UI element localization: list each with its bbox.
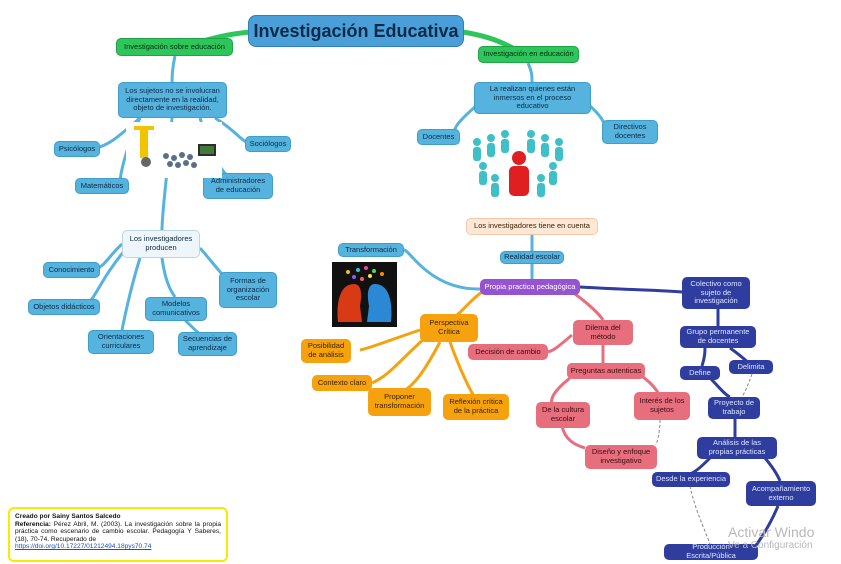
link-practices-accomp [763, 457, 782, 482]
link-practice-collective [579, 285, 683, 294]
link-critical-analysis [359, 328, 421, 352]
link-interest-design [655, 419, 661, 446]
node-matematicos: Matemáticos [75, 178, 129, 194]
windows-activation-watermark: Activar Windo Ve a Configuración [728, 524, 815, 552]
node-investigacion-sobre: Investigación sobre educación [116, 38, 233, 56]
node-analisis-practicas: Análisis de las propias prácticas [697, 437, 777, 459]
node-orientaciones: Orientaciones curriculares [88, 330, 154, 354]
link-questions-culture [550, 376, 571, 405]
node-preguntas-autenticas: Preguntas autenticas [567, 363, 645, 379]
link-defines-project [708, 376, 731, 399]
node-perspectiva-critica: Perspectiva Crítica [420, 314, 478, 342]
node-colectivo: Colectivo como sujeto de investigación [682, 277, 750, 309]
node-administradores: Administradores de educación [203, 173, 273, 199]
node-sujetos-no-involucran: Los sujetos no se involucran directament… [118, 82, 227, 118]
node-produccion-escrita: Producción Escrita/Pública [664, 543, 758, 560]
node-psicologos: Psicólogos [54, 141, 100, 157]
node-reflexion-critica: Reflexión crítica de la práctica [443, 394, 509, 420]
link-produce-orient [120, 257, 142, 331]
credit-url-link[interactable]: https://doi.org/10.17227/01212494.18pys7… [15, 543, 152, 551]
link-produce-models [160, 257, 177, 298]
node-conocimiento: Conocimiento [43, 262, 100, 278]
node-contexto-claro: Contexto claro [312, 375, 372, 391]
link-group-defines [700, 347, 707, 367]
node-investigacion-en: Investigación en educación [478, 46, 579, 63]
people-leader-image [465, 120, 575, 210]
link-culture-design [560, 425, 586, 450]
node-acompanamiento: Acompañamiento externo [746, 481, 816, 506]
node-directivos: Directivos docentes [602, 120, 658, 144]
node-decision-cambio: Decisión de cambio [468, 344, 548, 360]
node-dilema-metodo: Dilema del método [573, 320, 633, 345]
node-modelos-comunicativos: Modelos comunicativos [145, 297, 207, 321]
link-right-branch [526, 62, 534, 83]
credit-author: Creado por Sainy Santos Salcedo [15, 513, 121, 520]
link-practice-dilemma [574, 292, 605, 321]
node-interes-sujetos: Interés de los sujetos [634, 392, 690, 420]
node-propia-practica: Propia practica pedagógica [480, 279, 580, 295]
node-investigadores-producen: Los investigadores producen [122, 230, 200, 258]
node-proponer-transformacion: Proponer transformación [368, 388, 431, 416]
credit-box: Creado por Sainy Santos Salcedo Referenc… [8, 507, 228, 562]
brain-image [332, 262, 397, 327]
node-define: Define [680, 366, 720, 380]
node-sociologos: Sociólogos [245, 136, 291, 152]
node-realidad-escolar: Realidad escolar [500, 251, 564, 264]
node-transformacion: Transformación [338, 243, 404, 257]
node-tienen-en-cuenta: Los investigadores tiene en cuenta [466, 218, 598, 235]
link-dilemma-decision [547, 333, 573, 354]
node-proyecto-trabajo: Proyecto de trabajo [708, 397, 760, 419]
node-delimita: Delimita [729, 360, 773, 374]
link-delimits-project [741, 373, 753, 398]
node-la-realizan: La realizan quienes están inmersos en el… [474, 82, 591, 114]
research-image [126, 122, 222, 178]
node-grupo-permanente: Grupo permanente de docentes [680, 326, 756, 348]
node-diseno-enfoque: Diseño y enfoque investigativo [585, 445, 657, 469]
node-desde-experiencia: Desde la experiencia [652, 472, 730, 487]
link-practice-transformation [403, 248, 481, 291]
link-critical-propose [401, 341, 442, 394]
node-cultura-escolar: De la cultura escolar [536, 402, 590, 428]
node-posibilidad-analisis: Posibilidad de análisis [301, 339, 351, 363]
page-title: Investigación Educativa [248, 15, 464, 47]
link-critical-context [371, 336, 426, 385]
node-formas-organizacion: Formas de organización escolar [219, 272, 277, 308]
link-experience-publication [689, 485, 711, 545]
credit-reference: Referencia: Pérez Abril, M. (2003). La i… [15, 520, 221, 543]
node-secuencias: Secuencias de aprendizaje [178, 332, 237, 356]
node-objetos-didacticos: Objetos didácticos [28, 299, 100, 315]
node-docentes: Docentes [417, 129, 460, 145]
link-produce-didactic [84, 249, 127, 308]
